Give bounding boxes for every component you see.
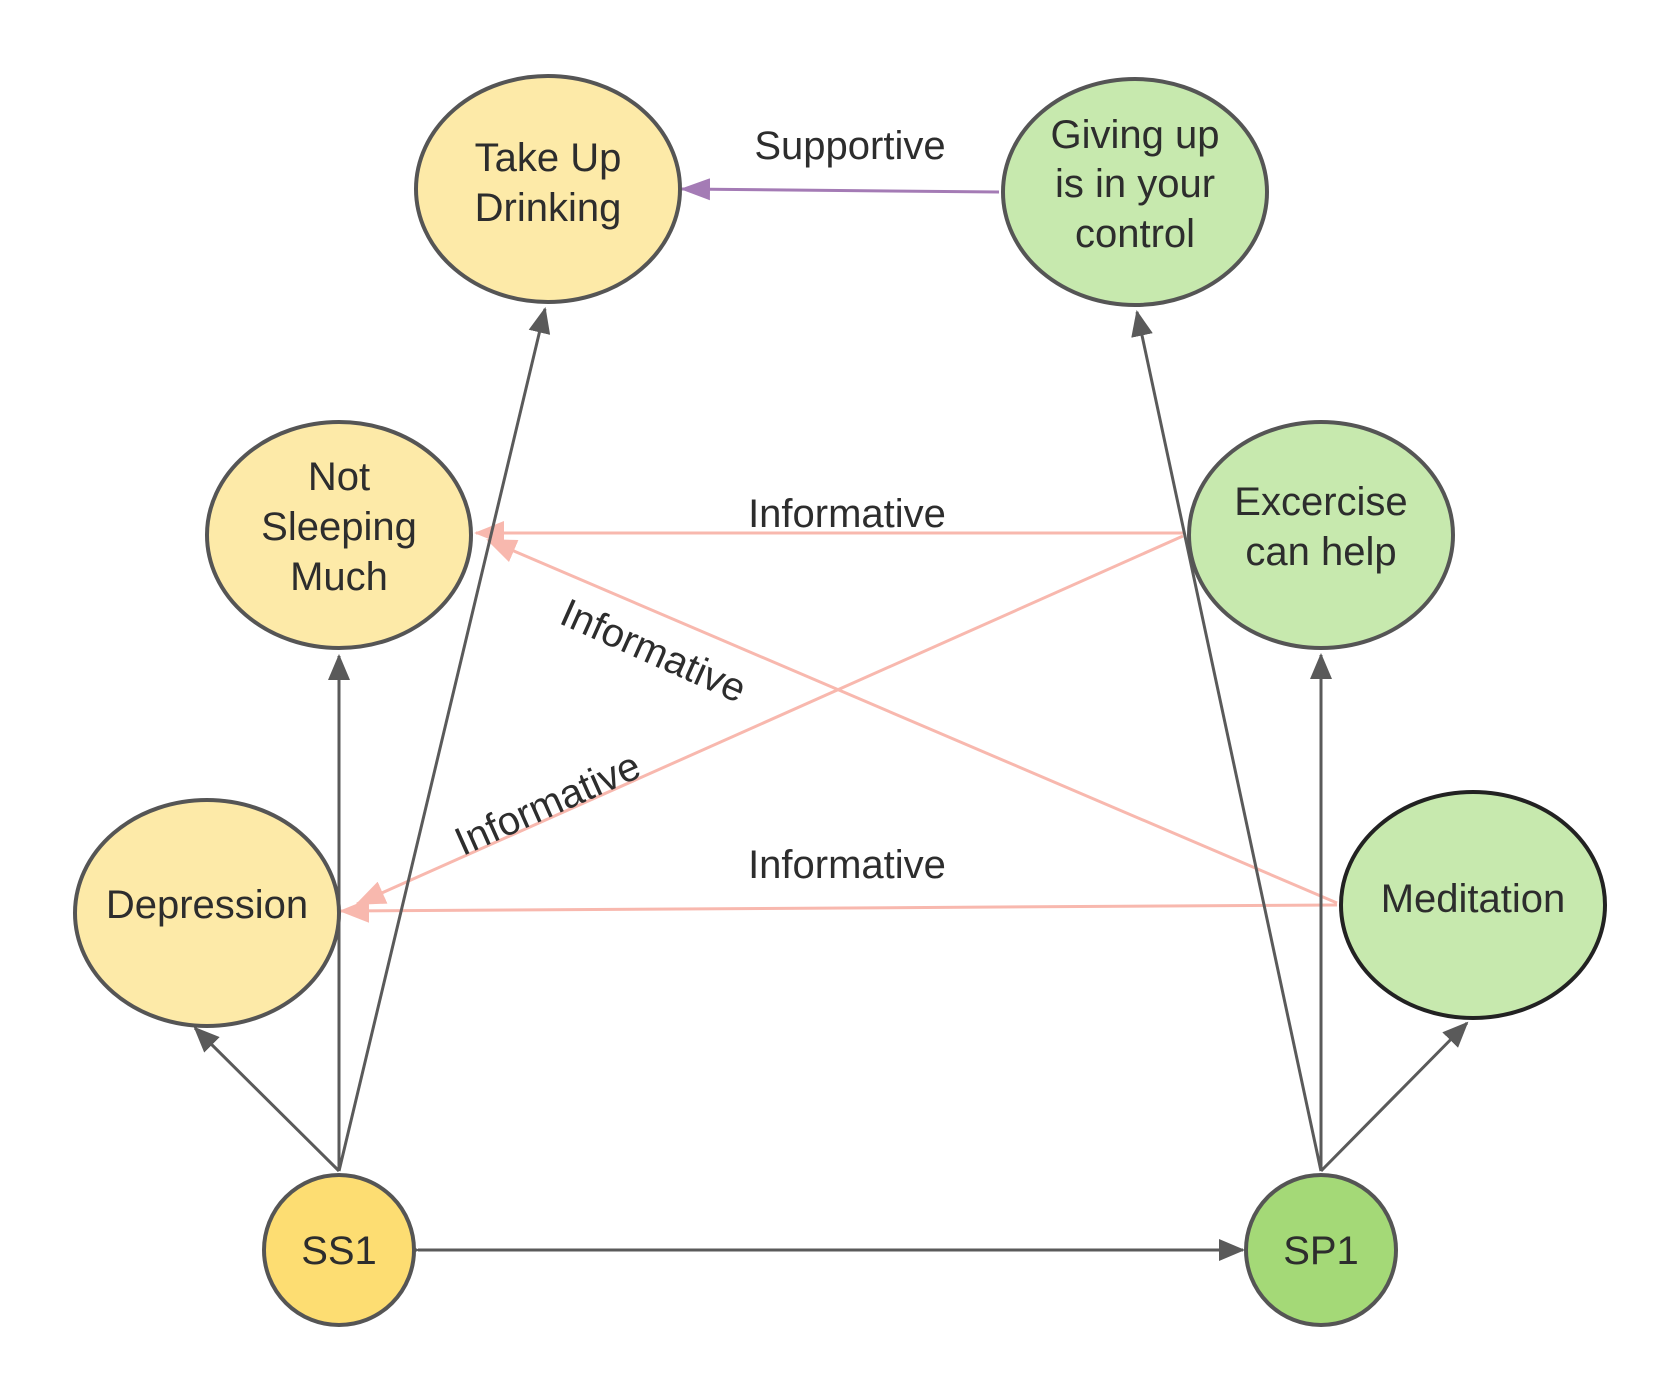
node-shape [1244, 1173, 1398, 1327]
node-label-line: Drinking [475, 186, 622, 230]
node-take-up-drinking[interactable]: Take Up Drinking [414, 74, 682, 304]
node-label-line: Much [290, 555, 388, 599]
edge-label-informative-top: Informative [748, 492, 946, 536]
node-depression[interactable]: Depression [73, 798, 341, 1028]
node-shape [414, 74, 682, 304]
node-shape [73, 798, 341, 1028]
edge-label-supportive: Supportive [754, 124, 945, 168]
edge-sp1-to-meditation [1319, 1021, 1469, 1173]
node-shape [205, 420, 473, 650]
edge-supportive [680, 178, 1000, 201]
edge-exercise-to-depression [355, 534, 1184, 906]
edge-label-informative-bottom: Informative [748, 843, 946, 887]
node-label-line: Meditation [1381, 877, 1566, 921]
node-shape [1339, 790, 1607, 1020]
edge-ss1-to-take-up-drinking [337, 307, 551, 1172]
node-label-line: Giving up [1051, 113, 1220, 157]
node-label-line: Depression [106, 883, 308, 927]
node-shape [1187, 420, 1455, 650]
node-shape [262, 1173, 416, 1327]
edge-ss1-to-depression [193, 1026, 341, 1173]
node-ss1[interactable]: SS1 [262, 1173, 416, 1327]
node-meditation[interactable]: Meditation [1339, 790, 1607, 1020]
edge-label-informative-diag-down: Informative [554, 591, 753, 712]
node-label-line: is in your [1055, 162, 1215, 206]
edge-sp1-to-giving-up [1131, 310, 1323, 1172]
node-label-line: SP1 [1283, 1229, 1359, 1273]
edge-meditation-to-not-sleeping [486, 538, 1338, 905]
node-label-line: Take Up [475, 136, 622, 180]
node-label-line: Not [308, 455, 370, 499]
node-exercise-can-help[interactable]: Excercise can help [1187, 420, 1455, 650]
edge-label-informative-diag-up: Informative [448, 744, 647, 865]
node-label-line: control [1075, 212, 1195, 256]
node-label-line: SS1 [301, 1229, 377, 1273]
node-label-line: can help [1245, 530, 1396, 574]
edges [193, 178, 1469, 1261]
node-label-line: Sleeping [261, 505, 417, 549]
node-not-sleeping-much[interactable]: Not Sleeping Much [205, 420, 473, 650]
node-sp1[interactable]: SP1 [1244, 1173, 1398, 1327]
node-giving-up[interactable]: Giving up is in your control [1001, 77, 1269, 307]
edge-meditation-to-depression [339, 898, 1338, 923]
node-shape [1001, 77, 1269, 307]
node-label-line: Excercise [1234, 480, 1407, 524]
